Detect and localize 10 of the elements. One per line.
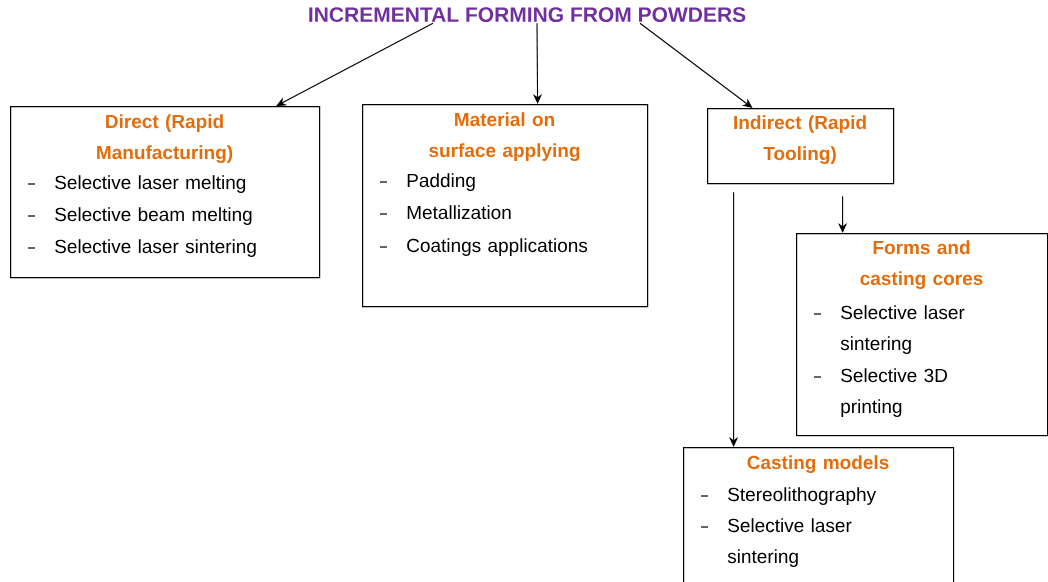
process-box: Material on surface applying Padding Metallization Coatings applications [362,104,649,308]
arrow [838,195,848,233]
process-box: Direct (Rapid Manufacturing) Selective laser melting Selective beam melting Selective laser sintering [10,106,321,279]
diagram-title: INCREMENTAL FORMING FROM POWDERS [309,7,746,23]
arrow [729,191,739,447]
process-box: Indirect (Rapid Tooling) [707,108,895,185]
process-box: Casting models Stereolithography Selective laser sintering [683,447,955,582]
arrow [276,22,434,106]
arrow [639,22,753,108]
process-box: Forms and casting cores Selective laser sintering Selective 3D printing [796,233,1048,437]
